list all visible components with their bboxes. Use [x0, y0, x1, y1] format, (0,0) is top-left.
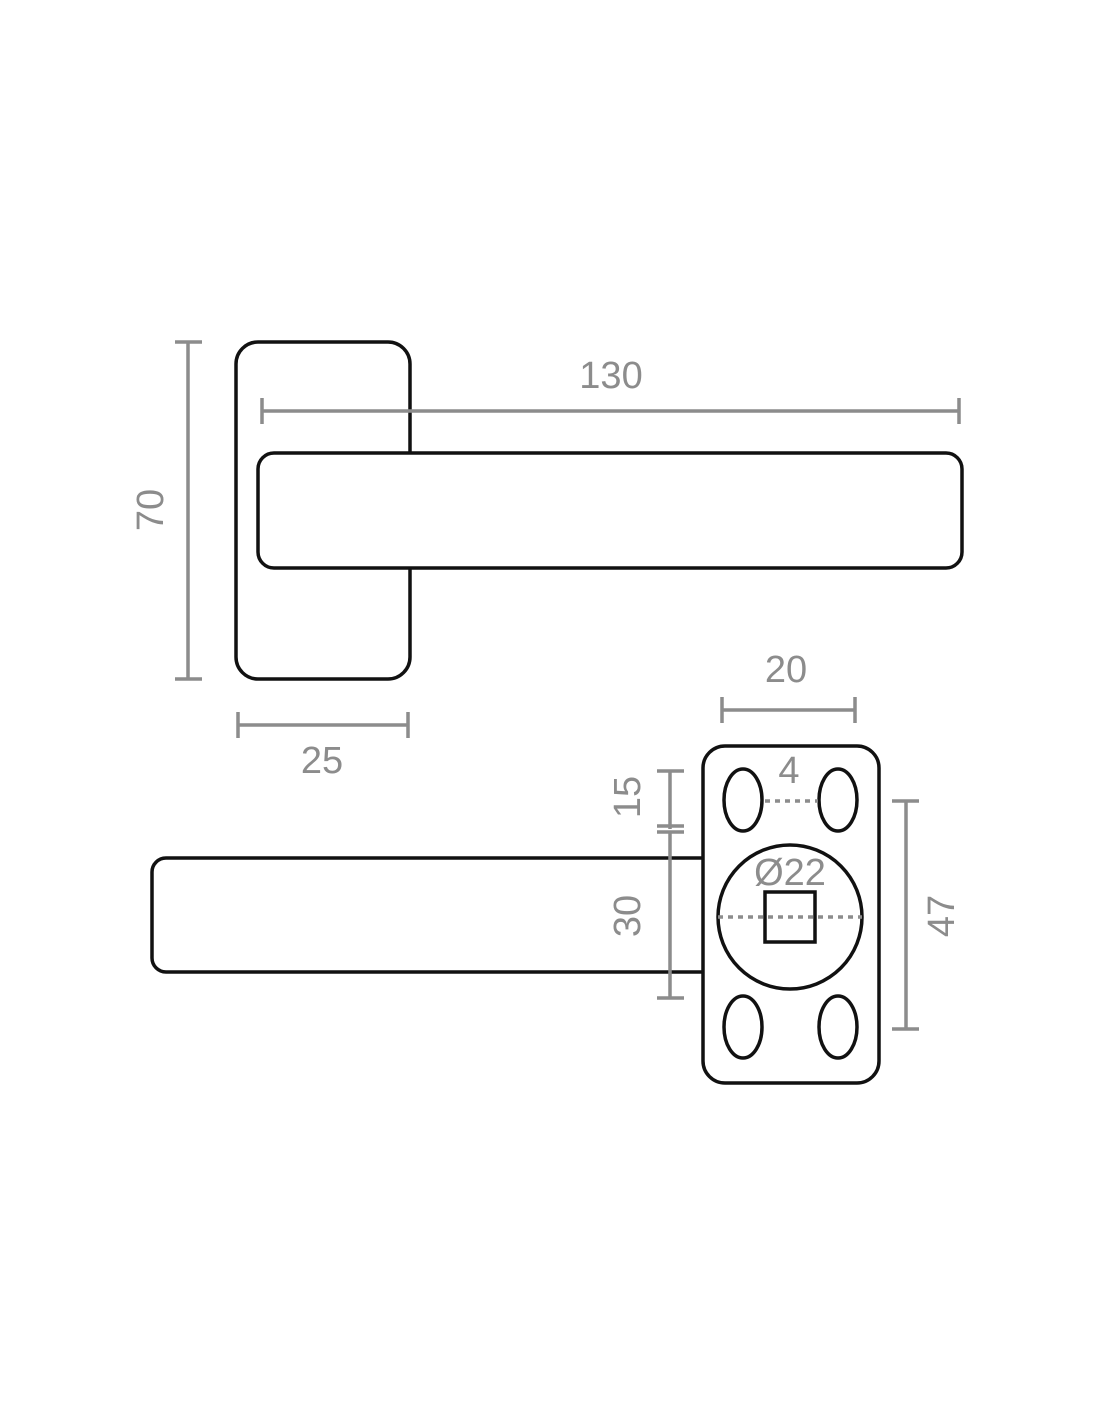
dim-70: 70: [130, 340, 202, 681]
dim-30-label: 30: [607, 895, 649, 937]
dim-15-label: 15: [607, 776, 649, 818]
dim-20-label: 20: [765, 649, 807, 691]
screw-slot: [722, 994, 764, 1060]
lever-top: [256, 451, 964, 570]
screw-slot: [722, 767, 764, 833]
dim-130-label: 130: [579, 355, 642, 397]
dim-47-label: 47: [921, 895, 963, 937]
dim-30: 30: [607, 830, 684, 1000]
dim-15: 15: [607, 769, 684, 829]
front-view: 4 Ø22 20 15 30 47: [150, 649, 963, 1085]
dim-130: 130: [260, 355, 961, 424]
dim-70-label: 70: [130, 489, 172, 531]
dim-22-label: Ø22: [754, 852, 826, 894]
dim-4-label: 4: [778, 750, 799, 792]
dim-25-label: 25: [301, 740, 343, 782]
dim-47: 47: [892, 799, 963, 1031]
screw-slot: [817, 767, 859, 833]
screw-slot: [817, 994, 859, 1060]
dim-20: 20: [720, 649, 857, 723]
dim-25: 25: [236, 712, 410, 782]
top-view: 70 130 25: [130, 340, 964, 782]
